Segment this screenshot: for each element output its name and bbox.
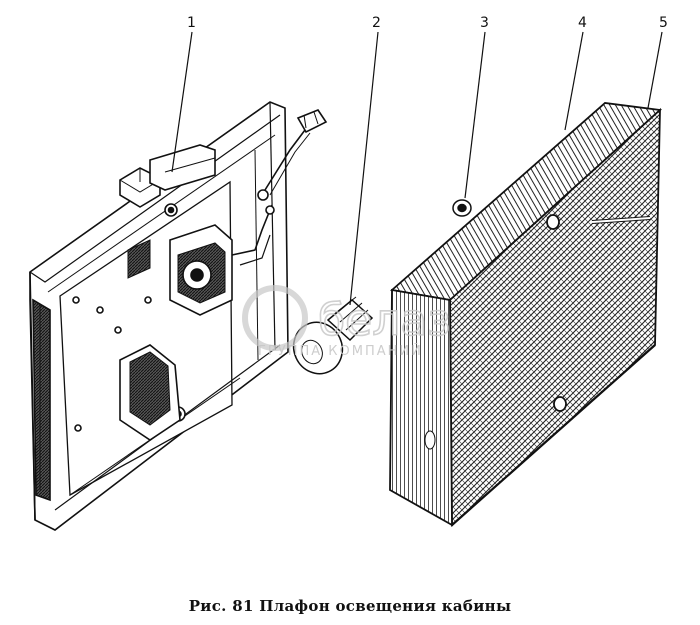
housing-base xyxy=(29,101,328,531)
callout-5: 5 xyxy=(659,15,668,31)
leader-line-3 xyxy=(464,31,486,199)
callout-1: 1 xyxy=(187,15,196,31)
callout-4: 4 xyxy=(578,15,587,31)
leader-lines xyxy=(171,31,663,306)
diffuser-lens xyxy=(389,102,663,527)
leader-line-1 xyxy=(171,31,193,173)
leader-line-2 xyxy=(349,31,379,306)
leader-line-5 xyxy=(647,31,663,109)
leader-line-4 xyxy=(564,31,584,131)
callout-2: 2 xyxy=(372,15,381,31)
nut xyxy=(452,199,472,217)
bulb xyxy=(292,296,374,375)
figure-caption: Рис. 81 Плафон освещения кабины xyxy=(188,597,512,615)
callout-3: 3 xyxy=(480,15,489,31)
